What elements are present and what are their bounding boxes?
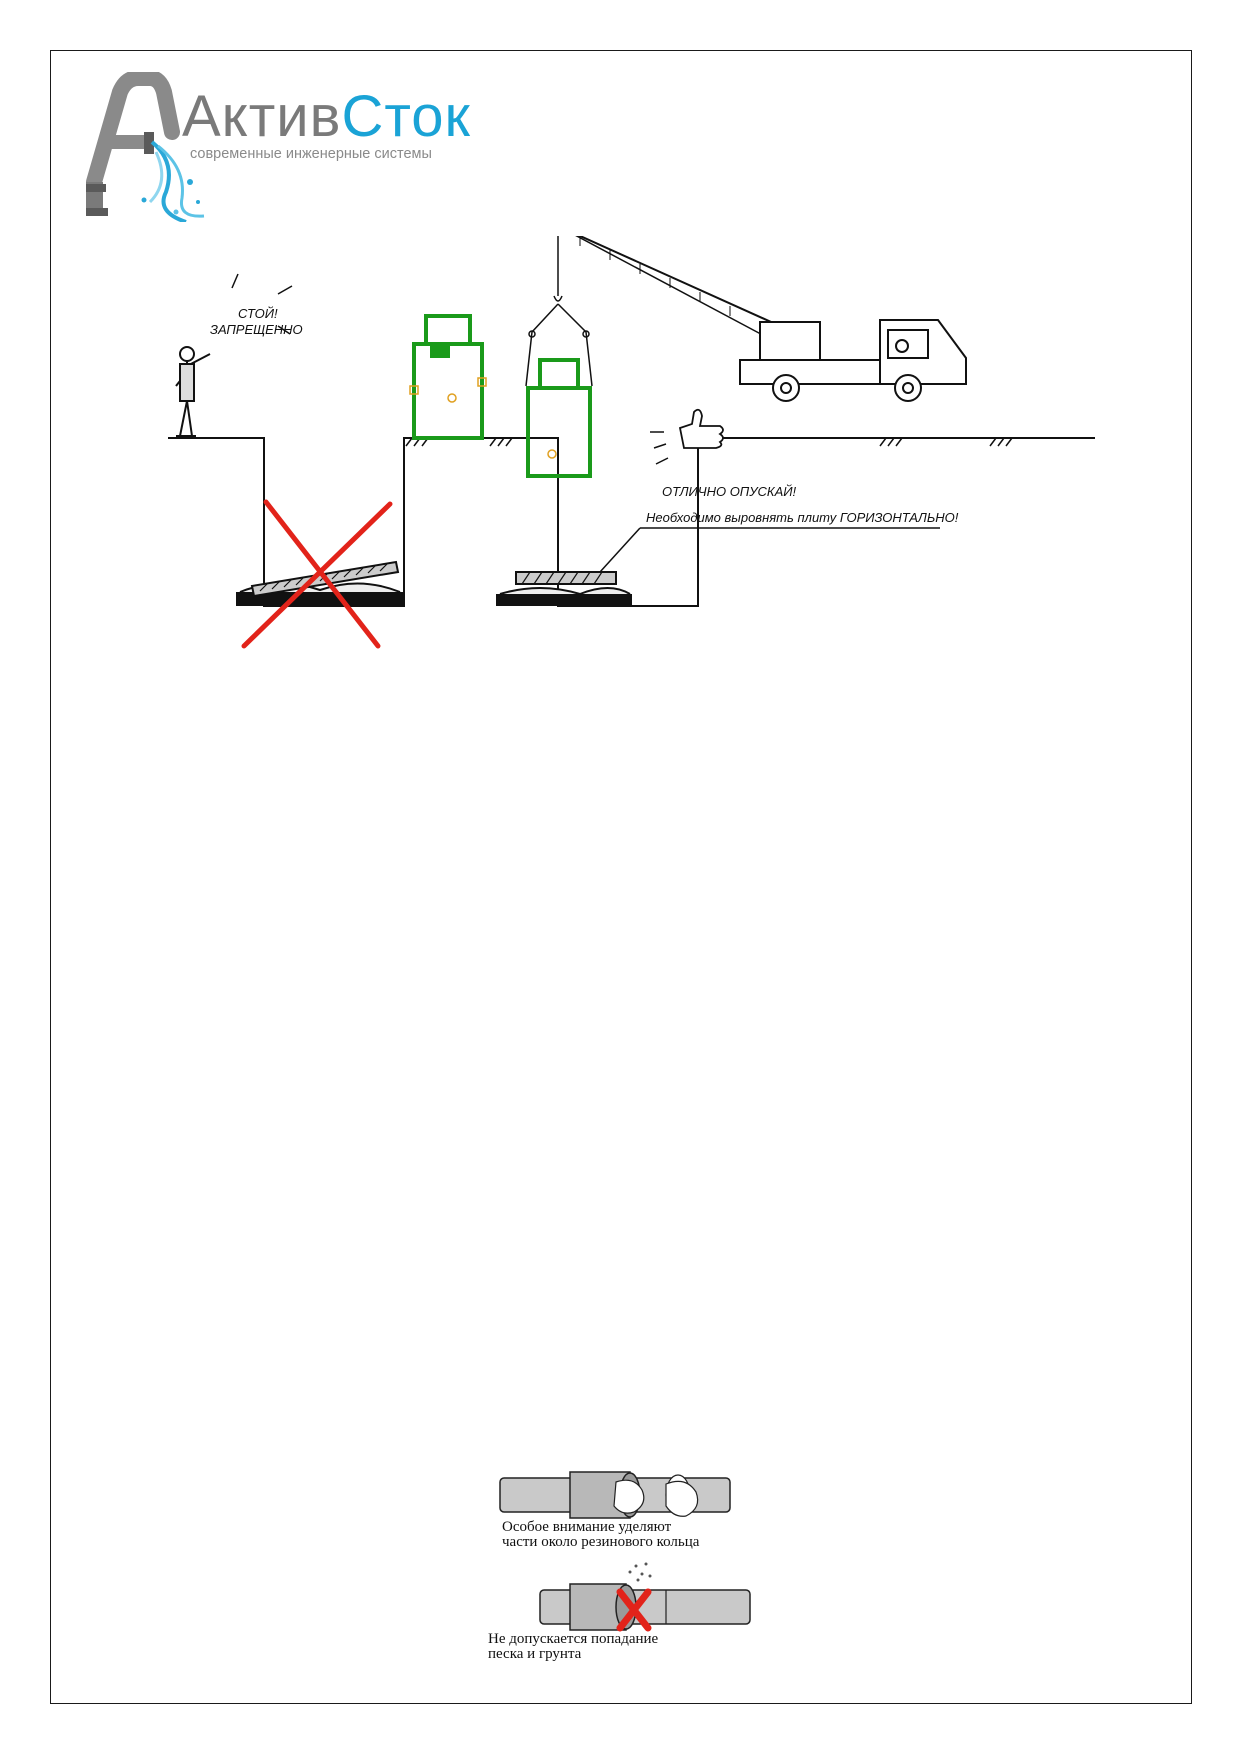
instruction-text: Необходимо выровнять плиту ГОРИЗОНТАЛЬНО… [646,510,959,525]
septic-tank-lowering [526,358,592,478]
warning-text-forbidden: ЗАПРЕЩЕННО [210,322,303,337]
pipe-cleaning-illustration [499,1471,731,1519]
company-logo: АктивСток современные инженерные системы [86,72,506,222]
thumbs-up-icon [678,408,724,449]
pipe-logo-icon [86,72,205,222]
level-base-slab-correct [496,571,632,606]
red-cross-icon [616,1588,652,1632]
crane-truck-icon [557,225,967,402]
pipe-contamination-illustration [539,1562,751,1632]
caption-no-sand-1: Не допускается попадание [488,1631,659,1647]
logo-wordmark: АктивСток [182,84,471,150]
logo-word-aktiv: Актив [182,84,342,149]
logo-tagline: современные инженерные системы [190,146,432,162]
caption-ring-attention-1: Особое внимание уделяют [502,1519,672,1535]
page-frame [50,50,1192,1704]
hand-icon [613,1479,645,1514]
worker-figure [175,346,211,437]
septic-tank-on-surface [412,314,484,440]
approve-text: ОТЛИЧНО ОПУСКАЙ! [662,483,797,499]
caption-no-sand-2: песка и грунта [488,1646,582,1662]
logo-word-stok: Сток [341,84,471,149]
installation-illustration: СТОЙ! ЗАПРЕЩЕННО [160,219,1100,656]
pipe-instructions: Особое внимание уделяют части около рези… [480,1468,780,1688]
warning-text-stop: СТОЙ! [238,305,278,321]
hand-icon-2 [665,1480,699,1517]
caption-ring-attention-2: части около резинового кольца [502,1534,700,1550]
red-cross-wrong-icon [241,499,393,649]
